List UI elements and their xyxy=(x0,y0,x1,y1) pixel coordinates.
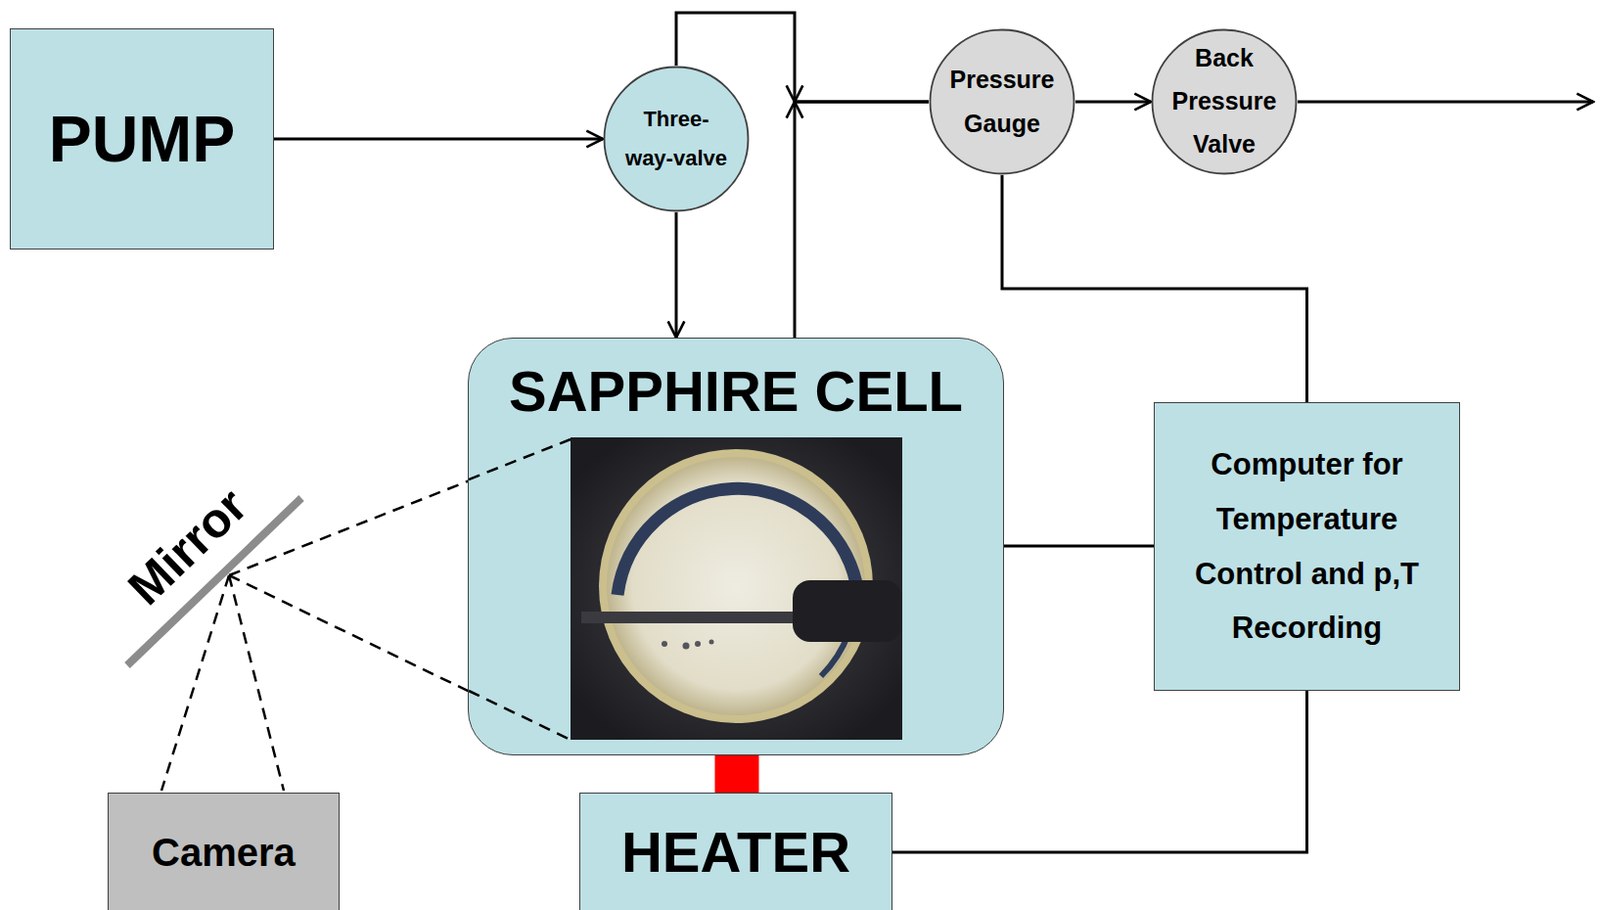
light-path xyxy=(468,439,571,740)
node-text: PUMP xyxy=(48,103,236,176)
photo-ground xyxy=(570,437,903,740)
pipe-connector-path xyxy=(794,100,929,104)
bubbles xyxy=(661,640,715,650)
valve-circle: Back Pressure Valve xyxy=(1150,28,1298,176)
probe xyxy=(792,580,903,642)
pipe-connector xyxy=(794,101,929,338)
circle-shape xyxy=(930,30,1075,175)
signal-wire xyxy=(1004,546,1154,548)
label-text: Mirror xyxy=(118,478,258,616)
node-text: Computer for Temperature Control and p,T… xyxy=(1168,437,1446,656)
bubble xyxy=(709,640,715,645)
light-ray xyxy=(228,575,284,791)
pipe-connector xyxy=(676,212,678,338)
node-text: SAPPHIRE CELL xyxy=(508,360,963,423)
computer-box: Computer for Temperature Control and p,T… xyxy=(1153,402,1461,691)
pipe-connector-path xyxy=(274,137,603,141)
pipe-connector-path xyxy=(793,101,797,338)
valve-circle: Three-way-valve xyxy=(602,65,750,213)
node-text: Back Pressure Valve xyxy=(1164,37,1284,166)
circle-shape xyxy=(604,67,749,212)
heat-contact xyxy=(736,755,738,793)
gauge-circle: Pressure Gauge xyxy=(928,28,1076,176)
camera-box: Camera xyxy=(107,792,340,910)
circle-shape xyxy=(1152,30,1297,175)
light-ray xyxy=(468,439,571,480)
pipe-connector xyxy=(1075,101,1151,103)
pipe-connector-path xyxy=(794,100,929,104)
signal-wire-path xyxy=(1004,545,1154,549)
node-text: Three-way-valve xyxy=(622,99,731,178)
signal-wire-path xyxy=(1002,175,1308,403)
pipe-connector xyxy=(274,138,603,140)
meniscus-arc xyxy=(617,488,857,595)
light-ray xyxy=(228,575,470,692)
light-ray xyxy=(161,575,229,791)
cell-box: SAPPHIRE CELL xyxy=(467,337,1005,756)
pipe-connector-path xyxy=(1075,100,1151,104)
bubble xyxy=(661,640,668,647)
bubble xyxy=(694,640,701,647)
mirror-label: Mirror xyxy=(118,478,258,616)
pump-box: PUMP xyxy=(9,28,275,250)
node-text: HEATER xyxy=(621,821,851,884)
outlet-line xyxy=(1297,100,1594,104)
node-text: Camera xyxy=(151,830,296,874)
circle-outline xyxy=(928,28,1076,176)
bubble xyxy=(683,642,690,650)
circle-outline xyxy=(602,65,750,213)
heat-contact-path xyxy=(715,755,760,793)
heater-box: HEATER xyxy=(579,792,893,910)
node-text: Pressure Gauge xyxy=(942,57,1062,146)
light-ray xyxy=(468,690,571,740)
pipe-connector-path xyxy=(675,212,679,338)
signal-wire xyxy=(1002,175,1308,403)
